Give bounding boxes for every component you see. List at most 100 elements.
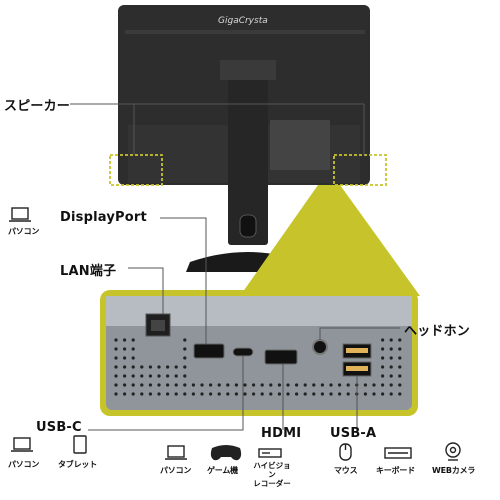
vent-dot bbox=[183, 365, 187, 369]
mouse-icon bbox=[339, 443, 352, 461]
vent-dot bbox=[269, 383, 273, 387]
vent-dot bbox=[157, 392, 161, 396]
vent-dot bbox=[226, 383, 230, 387]
vent-dot bbox=[209, 392, 213, 396]
vent-dot bbox=[252, 383, 256, 387]
vent-dot bbox=[346, 383, 350, 387]
recorder-icon bbox=[258, 448, 282, 458]
vent-dot bbox=[389, 392, 393, 396]
vent-dot bbox=[303, 392, 307, 396]
vent-dot bbox=[183, 356, 187, 360]
vent-dot bbox=[131, 347, 135, 351]
vent-dot bbox=[183, 383, 187, 387]
vent-dot bbox=[398, 374, 402, 378]
vent-dot bbox=[217, 383, 221, 387]
vent-dot bbox=[148, 383, 152, 387]
vent-dot bbox=[338, 383, 342, 387]
vent-dot bbox=[381, 338, 385, 342]
vent-dot bbox=[140, 392, 144, 396]
device-usbc-pc: パソコン bbox=[8, 460, 40, 469]
vent-dot bbox=[260, 383, 264, 387]
vent-dot bbox=[166, 374, 170, 378]
vent-dot bbox=[140, 365, 144, 369]
vent-dot bbox=[123, 365, 127, 369]
vent-dot bbox=[389, 365, 393, 369]
vent-dot bbox=[140, 383, 144, 387]
vent-dot bbox=[243, 392, 247, 396]
vent-dot bbox=[114, 347, 118, 351]
vent-dot bbox=[114, 383, 118, 387]
laptop-icon-usbc bbox=[11, 437, 33, 452]
vent-dot bbox=[381, 356, 385, 360]
vent-dot bbox=[363, 392, 367, 396]
vent-dot bbox=[381, 365, 385, 369]
vent-dot bbox=[183, 374, 187, 378]
device-dp-pc: パソコン bbox=[8, 227, 40, 236]
headphone-leader bbox=[319, 327, 400, 340]
vent-dot bbox=[174, 392, 178, 396]
device-usbc-tablet: タブレット bbox=[58, 460, 97, 469]
vent-dot bbox=[123, 392, 127, 396]
vent-dot bbox=[363, 383, 367, 387]
vent-dot bbox=[398, 365, 402, 369]
device-hdmi-recorder-text: ハイビジョン レコーダー bbox=[253, 461, 291, 488]
device-hdmi-pc: パソコン bbox=[160, 466, 192, 475]
vent-dot bbox=[114, 365, 118, 369]
dp-leader bbox=[160, 217, 207, 344]
vent-dot bbox=[166, 392, 170, 396]
vent-dot bbox=[131, 365, 135, 369]
vent-dot bbox=[183, 338, 187, 342]
vent-dot bbox=[320, 392, 324, 396]
vent-dot bbox=[200, 383, 204, 387]
vent-dot bbox=[234, 383, 238, 387]
webcam-icon bbox=[445, 442, 461, 461]
vent-dot bbox=[123, 374, 127, 378]
vent-dot bbox=[312, 392, 316, 396]
vent-dot bbox=[303, 383, 307, 387]
device-usba-webcam: WEBカメラ bbox=[432, 466, 476, 475]
vent-dot bbox=[183, 347, 187, 351]
vent-dot bbox=[174, 374, 178, 378]
stand-pole bbox=[228, 65, 268, 245]
vent-dot bbox=[381, 374, 385, 378]
vent-dot bbox=[131, 356, 135, 360]
vent-dot bbox=[131, 338, 135, 342]
vent-dot bbox=[123, 383, 127, 387]
vent-dot bbox=[114, 338, 118, 342]
vent-dot bbox=[131, 383, 135, 387]
rear-port-area bbox=[270, 120, 330, 170]
headphone-port bbox=[312, 339, 328, 355]
vent-dot bbox=[286, 392, 290, 396]
laptop-icon-hdmi bbox=[165, 445, 187, 460]
vent-dot bbox=[148, 374, 152, 378]
vent-dot bbox=[123, 347, 127, 351]
vent-dot bbox=[277, 392, 281, 396]
device-hdmi-game: ゲーム機 bbox=[207, 466, 238, 475]
vent-dot bbox=[114, 392, 118, 396]
brand-logo: GigaCrysta bbox=[218, 16, 268, 26]
vent-dot bbox=[381, 392, 385, 396]
stand-bracket bbox=[220, 60, 276, 80]
label-usba: USB-A bbox=[330, 426, 377, 441]
vent-dot bbox=[389, 356, 393, 360]
vent-dot bbox=[209, 383, 213, 387]
vent-dot bbox=[157, 374, 161, 378]
vent-dot bbox=[312, 383, 316, 387]
vent-dot bbox=[252, 392, 256, 396]
label-usbc: USB-C bbox=[36, 420, 82, 435]
device-usba-mouse: マウス bbox=[334, 466, 358, 475]
speaker-right-box bbox=[333, 154, 387, 186]
vent-dot bbox=[131, 392, 135, 396]
vent-dot bbox=[183, 392, 187, 396]
vent-dot bbox=[174, 365, 178, 369]
vent-dot bbox=[295, 392, 299, 396]
vent-dot bbox=[243, 383, 247, 387]
vent-dot bbox=[157, 365, 161, 369]
vent-dot bbox=[140, 374, 144, 378]
vent-dot bbox=[166, 365, 170, 369]
vent-dot bbox=[234, 392, 238, 396]
vent-dot bbox=[398, 356, 402, 360]
vent-dot bbox=[286, 383, 290, 387]
lan-leader bbox=[128, 267, 164, 314]
